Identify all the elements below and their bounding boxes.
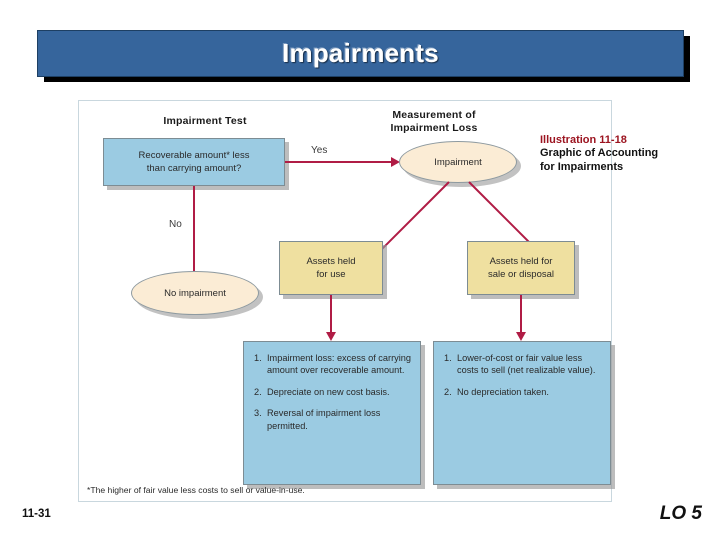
assets-held-for-use-line1: Assets held [306, 256, 356, 267]
list-item: 2. No depreciation taken. [444, 386, 602, 398]
connector-use-to-details-arrowhead [326, 332, 336, 341]
list-item-number: 2. [444, 386, 452, 397]
impairment-test-line2: than carrying amount? [146, 163, 242, 174]
list-item-text: Impairment loss: excess of carrying amou… [267, 353, 411, 376]
assets-held-for-use-text: Assets held for use [300, 255, 361, 281]
illustration-footnote: *The higher of fair value less costs to … [87, 485, 305, 495]
heading-measurement-line1: Measurement of [392, 109, 476, 121]
box-face: Assets held for use [279, 241, 383, 295]
heading-impairment-test: Impairment Test [163, 115, 247, 127]
list-item: 2. Depreciate on new cost basis. [254, 386, 412, 398]
impairment-test-line1: Recoverable amount* less [138, 150, 250, 161]
learning-objective-label: LO 5 [659, 503, 702, 524]
list-item-text: Lower-of-cost or fair value less costs t… [457, 353, 596, 376]
held-for-use-details-list: 1. Impairment loss: excess of carrying a… [244, 342, 420, 447]
impairment-ellipse-label: Impairment [434, 156, 482, 168]
box-face: 1. Lower-of-cost or fair value less cost… [433, 341, 611, 485]
connector-sale-to-details-arrowhead [516, 332, 526, 341]
connector-yes-line [285, 161, 393, 163]
assets-held-for-sale-box: Assets held for sale or disposal [467, 241, 579, 299]
list-item: 3. Reversal of impairment loss permitted… [254, 407, 412, 432]
list-item-text: No depreciation taken. [457, 386, 549, 397]
impairment-test-box: Recoverable amount* less than carrying a… [103, 138, 289, 190]
no-impairment-ellipse: No impairment [131, 271, 263, 319]
held-for-use-details-box: 1. Impairment loss: excess of carrying a… [243, 341, 425, 489]
no-impairment-ellipse-label: No impairment [164, 287, 226, 299]
connector-use-to-details-line [330, 295, 332, 335]
illustration-description-line2: for Impairments [540, 160, 624, 173]
held-for-sale-details-box: 1. Lower-of-cost or fair value less cost… [433, 341, 615, 489]
assets-held-for-use-box: Assets held for use [279, 241, 387, 299]
held-for-sale-details-list: 1. Lower-of-cost or fair value less cost… [434, 342, 610, 413]
slide-title-bar: Impairments [37, 30, 684, 77]
list-item-text: Reversal of impairment loss permitted. [267, 408, 381, 431]
assets-held-for-sale-text: Assets held for sale or disposal [482, 255, 560, 281]
box-face: Assets held for sale or disposal [467, 241, 575, 295]
list-item: 1. Impairment loss: excess of carrying a… [254, 352, 412, 377]
heading-measurement-line2: Impairment Loss [390, 122, 478, 134]
list-item-number: 1. [444, 353, 452, 363]
edge-label-yes: Yes [311, 145, 328, 156]
connector-yes-arrowhead [391, 157, 400, 167]
ellipse-face: No impairment [131, 271, 259, 315]
box-face: 1. Impairment loss: excess of carrying a… [243, 341, 421, 485]
illustration-panel: Impairment Test Measurement of Impairmen… [78, 100, 615, 502]
assets-held-for-use-line2: for use [316, 269, 346, 280]
box-face: Recoverable amount* less than carrying a… [103, 138, 285, 186]
connector-sale-to-details-line [520, 295, 522, 335]
list-item: 1. Lower-of-cost or fair value less cost… [444, 352, 602, 377]
list-item-number: 1. [254, 353, 262, 363]
edge-label-no: No [169, 219, 182, 230]
assets-held-for-sale-line2: sale or disposal [487, 269, 554, 280]
ellipse-face: Impairment [399, 141, 517, 183]
connector-no-line [193, 186, 195, 282]
illustration-number: Illustration 11-18 [540, 134, 627, 146]
illustration-description-line1: Graphic of Accounting [540, 147, 659, 159]
assets-held-for-sale-line1: Assets held for [489, 256, 553, 267]
page-number: 11-31 [22, 508, 51, 520]
illustration-caption: Illustration 11-18 Graphic of Accounting… [540, 133, 716, 174]
list-item-number: 2. [254, 386, 262, 397]
list-item-number: 3. [254, 408, 262, 419]
list-item-text: Depreciate on new cost basis. [267, 386, 390, 397]
page-title: Impairments [282, 38, 439, 68]
impairment-test-text: Recoverable amount* less than carrying a… [133, 149, 256, 175]
impairment-ellipse: Impairment [399, 141, 521, 187]
